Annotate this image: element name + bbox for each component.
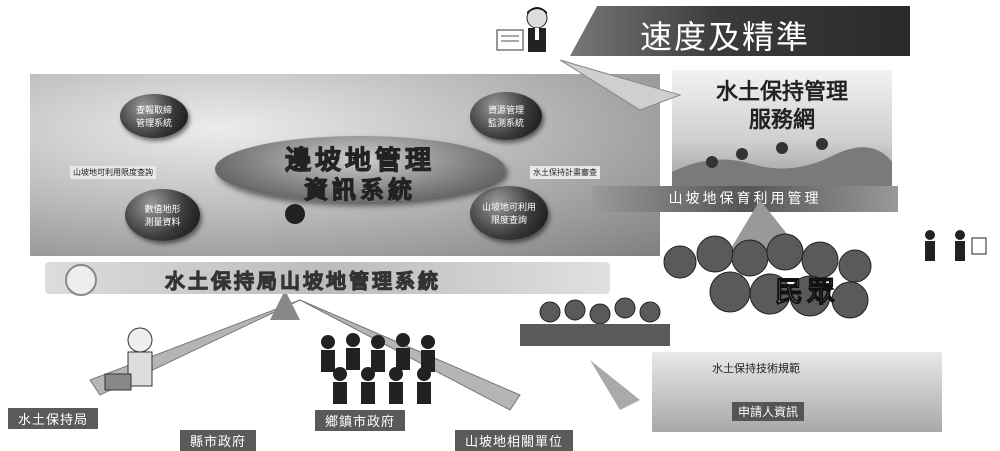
center-line1: 邊坡地管理: [284, 146, 435, 177]
presenter-icon: [495, 4, 555, 60]
label-township: 鄉鎮市政府: [315, 410, 406, 431]
br-line2: 申請人資訊: [732, 402, 805, 421]
bottom-right-panel: 水土保持技術規範 申請人資訊: [652, 352, 942, 432]
seal-icon: [65, 264, 97, 296]
system-diagram-panel: 查報取締管理系統 資源管理監測系統 數值地形測量資料 山坡地可利用限度查詢 山坡…: [30, 74, 660, 256]
node-label: 查報取締管理系統: [135, 106, 172, 129]
label-county: 縣市政府: [180, 430, 257, 451]
crowd-illustration: [520, 233, 872, 346]
node-bottomright: 山坡地可利用限度查詢: [470, 186, 548, 240]
label-related-units: 山坡地相關單位: [455, 430, 574, 451]
people-group: [321, 333, 435, 404]
worker-figure-icon: [104, 327, 153, 391]
chip-right: 水土保持計畫審查: [530, 166, 600, 179]
page-title: 速度及精準: [640, 18, 811, 56]
label-water-bureau: 水土保持局: [8, 408, 99, 429]
water-conservation-panel: 水土保持管理 服務網: [672, 70, 892, 188]
system-bar: 水土保持局山坡地管理系統: [45, 262, 610, 296]
public-label: 民眾: [774, 275, 840, 309]
title-banner: 速度及精準: [570, 6, 910, 56]
water-title-2: 服務網: [748, 107, 815, 133]
node-bottomleft: 數值地形測量資料: [125, 189, 200, 241]
node-topright: 資源管理監測系統: [470, 92, 542, 140]
node-topleft: 查報取締管理系統: [120, 94, 188, 138]
chip-left: 山坡地可利用限度查詢: [70, 166, 156, 179]
people-icon: [925, 230, 987, 261]
node-label: 數值地形測量資料: [144, 205, 181, 228]
water-title-1: 水土保持管理: [715, 79, 848, 105]
globe-icon: [285, 204, 305, 224]
node-label: 山坡地可利用限度查詢: [481, 203, 536, 226]
system-bar-label: 水土保持局山坡地管理系統: [165, 269, 441, 294]
node-label: 資源管理監測系統: [487, 106, 524, 129]
sub-banner: 山坡地保育利用管理: [592, 186, 898, 212]
br-line1: 水土保持技術規範: [712, 362, 800, 375]
center-hub: 邊坡地管理 資訊系統: [215, 136, 505, 205]
map-icon: [672, 138, 892, 188]
center-line2: 資訊系統: [304, 176, 416, 205]
